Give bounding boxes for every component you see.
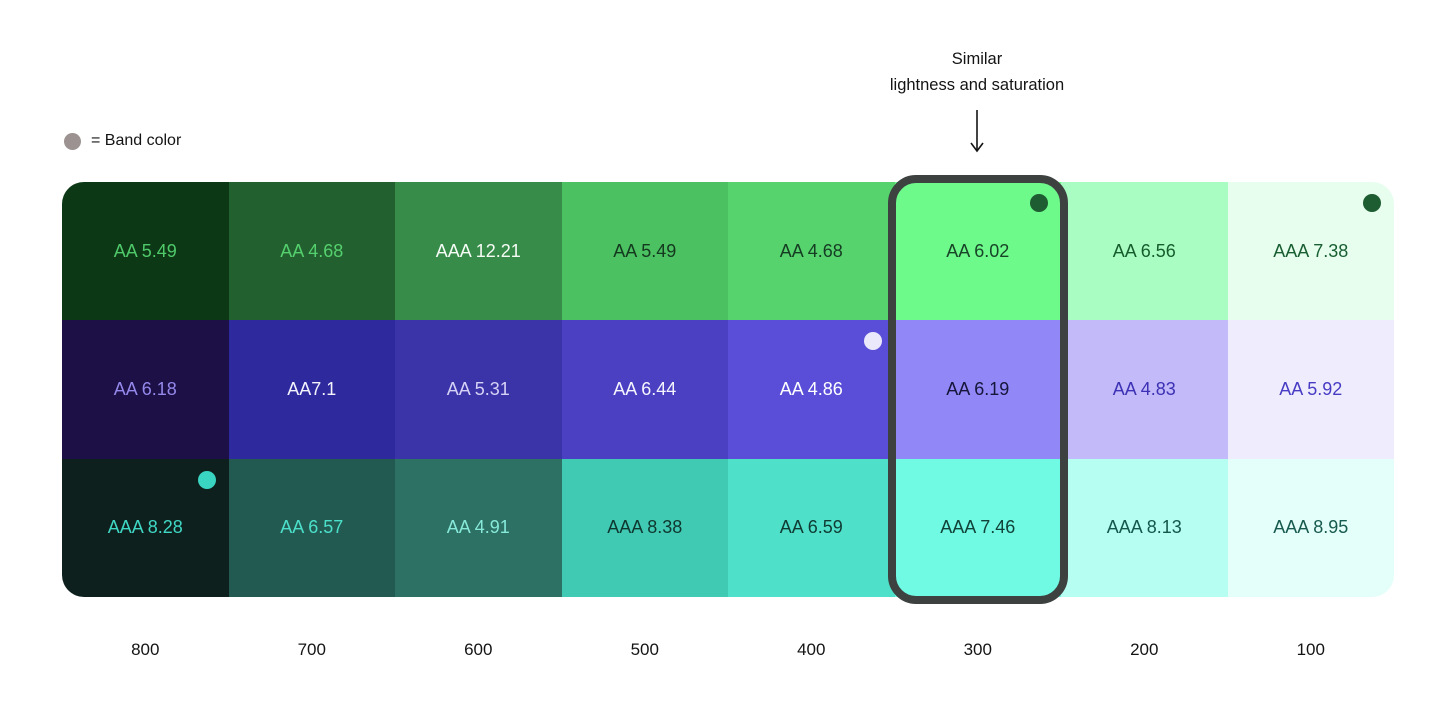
swatch-teal-300: AAA 7.46 xyxy=(894,458,1061,597)
swatch-teal-700: AA 6.57 xyxy=(228,458,395,597)
swatch-teal-100: AAA 8.95 xyxy=(1227,458,1394,597)
swatch-teal-500: AAA 8.38 xyxy=(561,458,728,597)
contrast-label: AA 5.92 xyxy=(1279,378,1343,399)
column-label-300: 300 xyxy=(963,640,992,659)
swatch-green-700: AA 4.68 xyxy=(228,182,395,321)
swatch-purple-200: AA 4.83 xyxy=(1061,320,1228,459)
swatch-green-500: AA 5.49 xyxy=(561,182,728,321)
column-label-200: 200 xyxy=(1130,640,1159,659)
contrast-label: AA 4.83 xyxy=(1112,378,1176,399)
band-color-dot-icon xyxy=(1363,194,1381,212)
swatch-green-800: AA 5.49 xyxy=(62,182,229,321)
contrast-label: AA 6.59 xyxy=(779,517,843,538)
legend-dot-icon xyxy=(64,132,81,150)
down-arrow-icon xyxy=(969,108,985,156)
swatch-purple-400: AA 4.86 xyxy=(728,320,895,459)
column-label-500: 500 xyxy=(630,640,659,659)
contrast-label: AAA 8.38 xyxy=(607,517,683,538)
contrast-label: AA 6.18 xyxy=(113,378,177,399)
swatch-grid: AA 5.49 AA 4.68 AAA 12.21 AA 5.49 AA 4.68 AA … xyxy=(62,182,1394,597)
swatch-purple-600: AA 5.31 xyxy=(395,320,562,459)
contrast-label: AA 6.56 xyxy=(1112,240,1176,261)
column-labels: 800 700 600 500 400 300 200 100 xyxy=(62,640,1394,660)
swatch-green-300: AA 6.02 xyxy=(894,182,1061,321)
swatch-green-200: AA 6.56 xyxy=(1061,182,1228,321)
band-color-dot-icon xyxy=(197,470,216,489)
column-label-600: 600 xyxy=(464,640,493,659)
column-label-700: 700 xyxy=(297,640,326,659)
contrast-label: AAA 8.95 xyxy=(1273,517,1349,538)
column-label-800: 800 xyxy=(131,640,160,659)
annotation-line-2: lightness and saturation xyxy=(889,76,1065,94)
annotation-line-1: Similar xyxy=(951,50,1003,68)
swatch-purple-500: AA 6.44 xyxy=(561,320,728,459)
swatch-purple-700: AA7.1 xyxy=(228,320,395,459)
swatch-green-100: AAA 7.38 xyxy=(1227,182,1394,321)
column-label-400: 400 xyxy=(797,640,826,659)
swatch-teal-800: AAA 8.28 xyxy=(62,458,229,597)
swatch-green-400: AA 4.68 xyxy=(728,182,895,321)
swatch-purple-800: AA 6.18 xyxy=(62,320,229,459)
contrast-label: AA 5.49 xyxy=(613,240,677,261)
contrast-label: AA 4.86 xyxy=(779,378,843,399)
band-color-dot-icon xyxy=(863,332,882,351)
contrast-label: AA7.1 xyxy=(287,378,337,399)
similarity-annotation: Similar lightness and saturation xyxy=(827,46,1127,98)
swatch-teal-600: AA 4.91 xyxy=(395,458,562,597)
contrast-label: AA 6.19 xyxy=(946,378,1010,399)
swatch-purple-300: AA 6.19 xyxy=(894,320,1061,459)
band-color-dot-icon xyxy=(1030,194,1048,212)
contrast-label: AAA 12.21 xyxy=(435,240,521,261)
contrast-label: AA 4.68 xyxy=(779,240,843,261)
swatch-teal-200: AAA 8.13 xyxy=(1061,458,1228,597)
column-label-100: 100 xyxy=(1296,640,1325,659)
contrast-label: AAA 7.46 xyxy=(940,517,1016,538)
contrast-label: AA 6.57 xyxy=(280,517,344,538)
swatch-purple-100: AA 5.92 xyxy=(1227,320,1394,459)
contrast-label: AA 6.44 xyxy=(613,378,677,399)
contrast-label: AAA 7.38 xyxy=(1273,240,1349,261)
swatch-green-600: AAA 12.21 xyxy=(395,182,562,321)
swatch-teal-400: AA 6.59 xyxy=(728,458,895,597)
contrast-label: AA 5.31 xyxy=(446,378,510,399)
contrast-label: AAA 8.28 xyxy=(107,517,183,538)
contrast-label: AA 5.49 xyxy=(113,240,177,261)
contrast-label: AAA 8.13 xyxy=(1106,517,1182,538)
contrast-label: AA 4.68 xyxy=(280,240,344,261)
contrast-label: AA 4.91 xyxy=(446,517,510,538)
swatch-grid-area: AA 5.49 AA 4.68 AAA 12.21 AA 5.49 AA 4.68 AA … xyxy=(62,175,1394,604)
band-color-legend: = Band color xyxy=(64,132,181,150)
contrast-label: AA 6.02 xyxy=(946,240,1010,261)
legend-label: = Band color xyxy=(91,132,182,149)
